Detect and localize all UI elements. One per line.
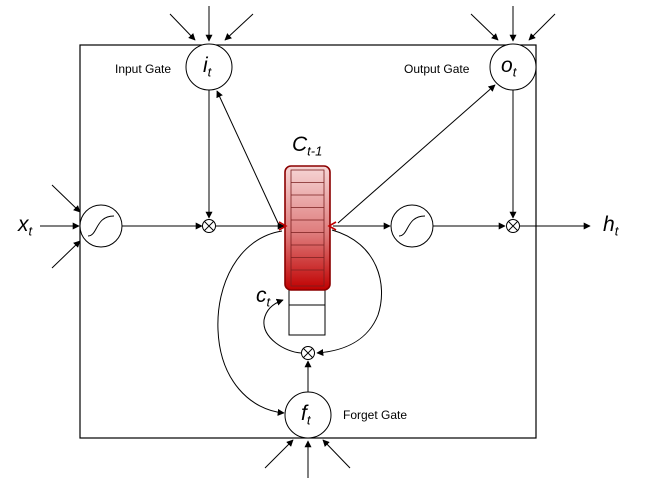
sigmoid-icon — [398, 215, 426, 237]
times-icon — [508, 221, 518, 231]
times-icon — [303, 348, 313, 358]
input-gate-in-right — [224, 13, 254, 41]
times-icon — [204, 221, 214, 231]
memory-to-forget-mult — [316, 229, 382, 357]
forget-gate-label: Forget Gate — [343, 408, 408, 422]
cell-recurrence-loop — [263, 298, 302, 354]
output-squash-node — [390, 204, 434, 248]
forget-gate-in-right — [322, 439, 351, 469]
cell-symbol-c: ct — [256, 284, 271, 310]
memory-cell-body — [288, 284, 326, 336]
forget-gate-symbol-f: ft — [301, 402, 311, 428]
forget-gate-in-left — [264, 439, 294, 469]
memory-to-output-gate — [337, 84, 496, 224]
output-gate-label: Output Gate — [404, 62, 470, 76]
output-gate-in-left — [470, 13, 499, 41]
input-symbol-x: xt — [18, 213, 33, 239]
memory-to-forget-gate — [217, 230, 285, 416]
memory-to-input-gate — [216, 90, 279, 224]
memory-input-marker-icon — [278, 221, 288, 231]
input-gate-label: Input Gate — [115, 62, 172, 76]
input-squash-node — [79, 204, 123, 248]
memory-output-marker-icon — [327, 221, 337, 231]
sigmoid-icon — [87, 215, 115, 237]
memory-state-stack — [284, 165, 331, 291]
output-gate-in-right — [528, 13, 556, 41]
input-x-peephole-bottom — [51, 240, 81, 269]
output-symbol-h: ht — [603, 213, 619, 239]
memory-symbol-C: Ct-1 — [292, 133, 323, 159]
input-x-peephole-top — [51, 184, 81, 213]
input-gate-symbol-i: it — [203, 54, 212, 80]
output-gate-symbol-o: ot — [501, 54, 517, 80]
input-gate-in-left — [169, 13, 196, 41]
